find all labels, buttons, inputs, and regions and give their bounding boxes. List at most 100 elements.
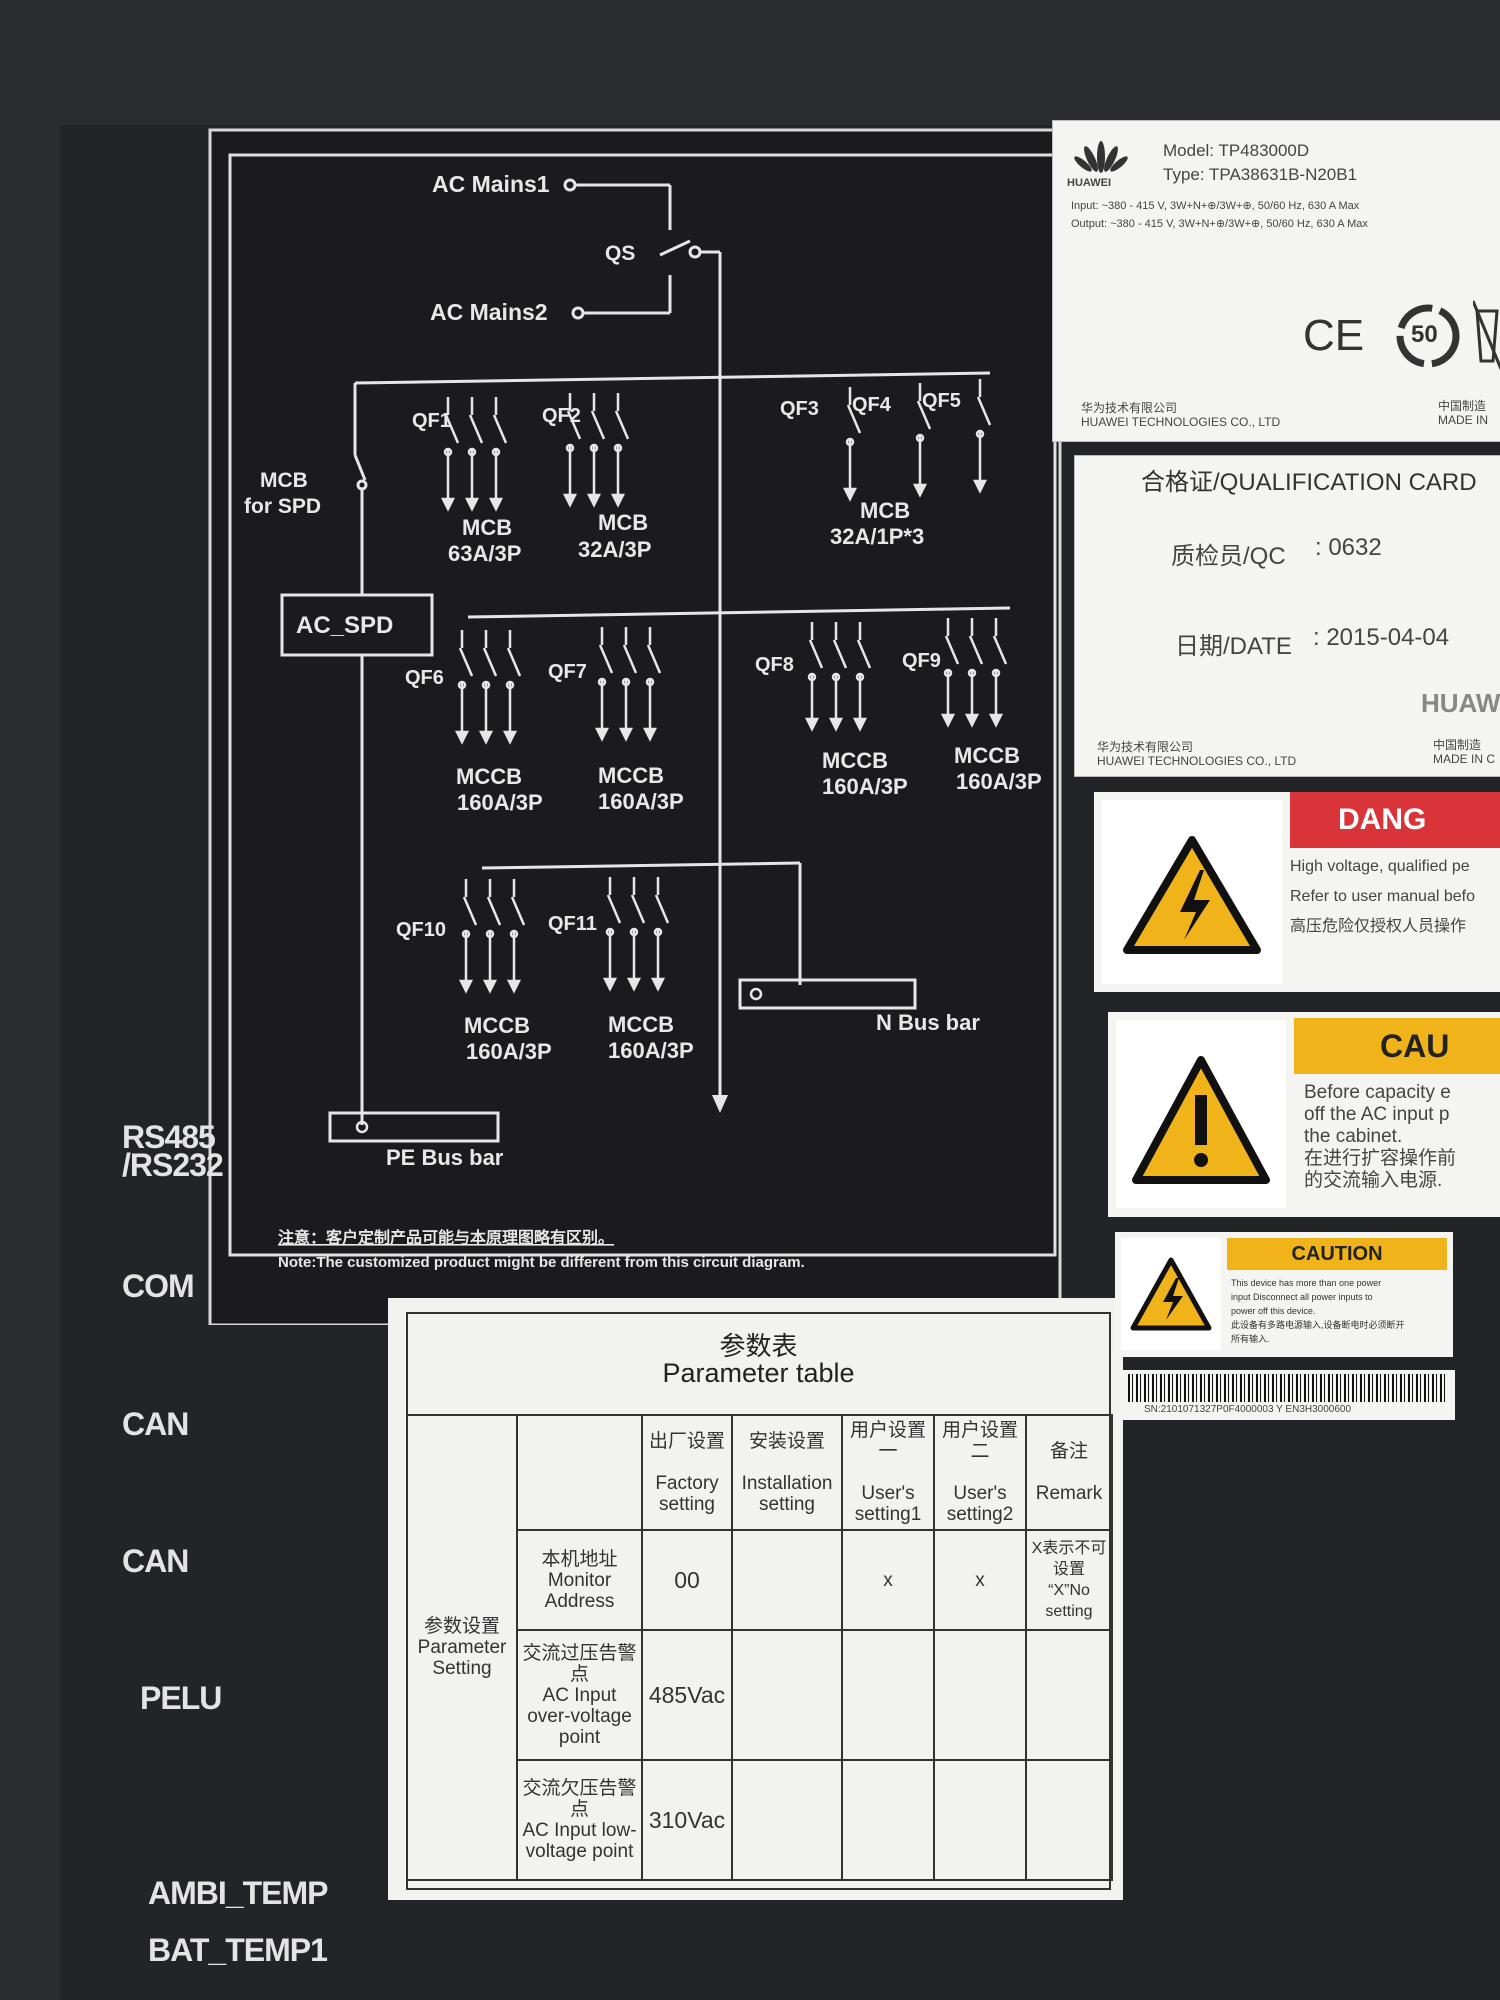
- breaker-pole: [606, 877, 622, 987]
- note-cn: 注意：客户定制产品可能与本原理图略有区别。: [278, 1228, 614, 1247]
- breaker-arrow: [502, 730, 518, 745]
- breaker-contact: [613, 443, 623, 453]
- port-can-1: CAN: [122, 1406, 189, 1442]
- breaker-arrow: [618, 727, 634, 742]
- breaker-pole: [846, 387, 862, 497]
- qual-title: 合格证/QUALIFICATION CARD: [1141, 469, 1477, 496]
- qf6-type: MCCB: [456, 764, 522, 789]
- breaker-contact: [621, 677, 631, 687]
- qf10-type: MCCB: [464, 1013, 530, 1038]
- nameplate-company-en: HUAWEI TECHNOLOGIES CO., LTD: [1081, 415, 1281, 429]
- high-voltage-warning-icon: [1123, 836, 1261, 954]
- barcode-bars: [1128, 1374, 1446, 1402]
- breaker-contact: [653, 927, 663, 937]
- nameplate-input: Input: ~380 - 415 V, 3W+N+⊕/3W+⊕, 50/60 …: [1071, 200, 1360, 212]
- qc-label: 质检员/QC: [1171, 543, 1286, 570]
- qf10-label: QF10: [396, 919, 446, 941]
- breaker-symbols: [440, 379, 1008, 994]
- breaker-contact: [855, 672, 865, 682]
- breaker-pole: [492, 397, 508, 507]
- breaker-arrow: [626, 977, 642, 992]
- qf345-rating: 32A/1P*3: [830, 524, 924, 549]
- breaker-arrow: [964, 713, 980, 728]
- breaker-contact: [589, 443, 599, 453]
- wiring: [353, 178, 1011, 1125]
- breaker-contact: [509, 929, 519, 939]
- breaker-arrow: [988, 713, 1004, 728]
- breaker-pole: [462, 879, 478, 989]
- qf11-rating: 160A/3P: [608, 1038, 694, 1063]
- breaker-arrow: [610, 493, 626, 508]
- breaker-pole: [590, 393, 606, 503]
- breaker-arrow: [440, 497, 456, 512]
- main-arrow: [712, 1095, 728, 1113]
- mcb-spd-label-1: MCB: [260, 469, 308, 492]
- breaker-arrow: [488, 497, 504, 512]
- circuit-diagram: AC Mains1 AC Mains2 QS MCB for SPD AC_SP…: [200, 125, 1100, 1325]
- breaker-pole: [468, 397, 484, 507]
- breaker-arrow: [912, 483, 928, 498]
- breaker-arrow: [828, 717, 844, 732]
- qf10-rating: 160A/3P: [466, 1039, 552, 1064]
- breaker-contact: [467, 447, 477, 457]
- qf7-type: MCCB: [598, 763, 664, 788]
- breaker-contact: [943, 668, 953, 678]
- caution1-title: CAU: [1294, 1018, 1500, 1074]
- qf8-rating: 160A/3P: [822, 774, 908, 799]
- breaker-contact: [831, 672, 841, 682]
- nameplate-made-cn: 中国制造: [1438, 399, 1487, 413]
- danger-title: DANG: [1290, 792, 1500, 848]
- breaker-contact: [491, 447, 501, 457]
- qf1-type: MCB: [462, 515, 512, 540]
- breaker-arrow: [650, 977, 666, 992]
- breaker-contact: [481, 680, 491, 690]
- breaker-arrow: [454, 730, 470, 745]
- breaker-contact: [457, 680, 467, 690]
- breaker-pole: [482, 630, 498, 740]
- qf9-type: MCCB: [954, 743, 1020, 768]
- breaker-arrow: [602, 977, 618, 992]
- date-label: 日期/DATE: [1175, 633, 1292, 660]
- ac-spd-box: [280, 593, 434, 657]
- barcode-text: SN:2101071327P0F4000003 Y EN3H3000600: [1144, 1404, 1352, 1415]
- ce-mark: CE: [1303, 311, 1365, 360]
- breaker-arrow: [594, 727, 610, 742]
- nameplate-output: Output: ~380 - 415 V, 3W+N+⊕/3W+⊕, 50/60…: [1071, 218, 1368, 230]
- breaker-contact: [443, 447, 453, 457]
- port-bat-temp1: BAT_TEMP1: [148, 1932, 328, 1968]
- qf2-label: QF2: [542, 405, 581, 427]
- huawei-logo-icon: [1074, 141, 1128, 173]
- breaker-pole: [510, 879, 526, 989]
- breaker-contact: [505, 680, 515, 690]
- qf11-type: MCCB: [608, 1012, 674, 1037]
- qf5-label: QF5: [922, 390, 961, 412]
- date-value: : 2015-04-04: [1313, 624, 1450, 651]
- nameplate-type: Type: TPA38631B-N20B1: [1163, 165, 1358, 184]
- nameplate-brand: HUAWEI: [1067, 177, 1111, 189]
- breaker-arrow: [804, 717, 820, 732]
- breaker-pole: [598, 627, 614, 737]
- pe-bus-label: PE Bus bar: [386, 1145, 504, 1170]
- nameplate-company-cn: 华为技术有限公司: [1081, 401, 1178, 415]
- param-title-cn: 参数表: [719, 1331, 798, 1361]
- diagram-frame-outer: [208, 128, 1062, 1325]
- circuit-diagram-svg: AC Mains1 AC Mains2 QS MCB for SPD AC_SP…: [208, 128, 1062, 1325]
- diagram-frame-inner: [228, 153, 1057, 1257]
- qf2-rating: 32A/3P: [578, 537, 651, 562]
- breaker-arrow: [972, 479, 988, 494]
- recycle-50-label: 50: [1411, 321, 1438, 348]
- breaker-arrow: [562, 493, 578, 508]
- port-rs485: RS485/RS232: [122, 1119, 224, 1183]
